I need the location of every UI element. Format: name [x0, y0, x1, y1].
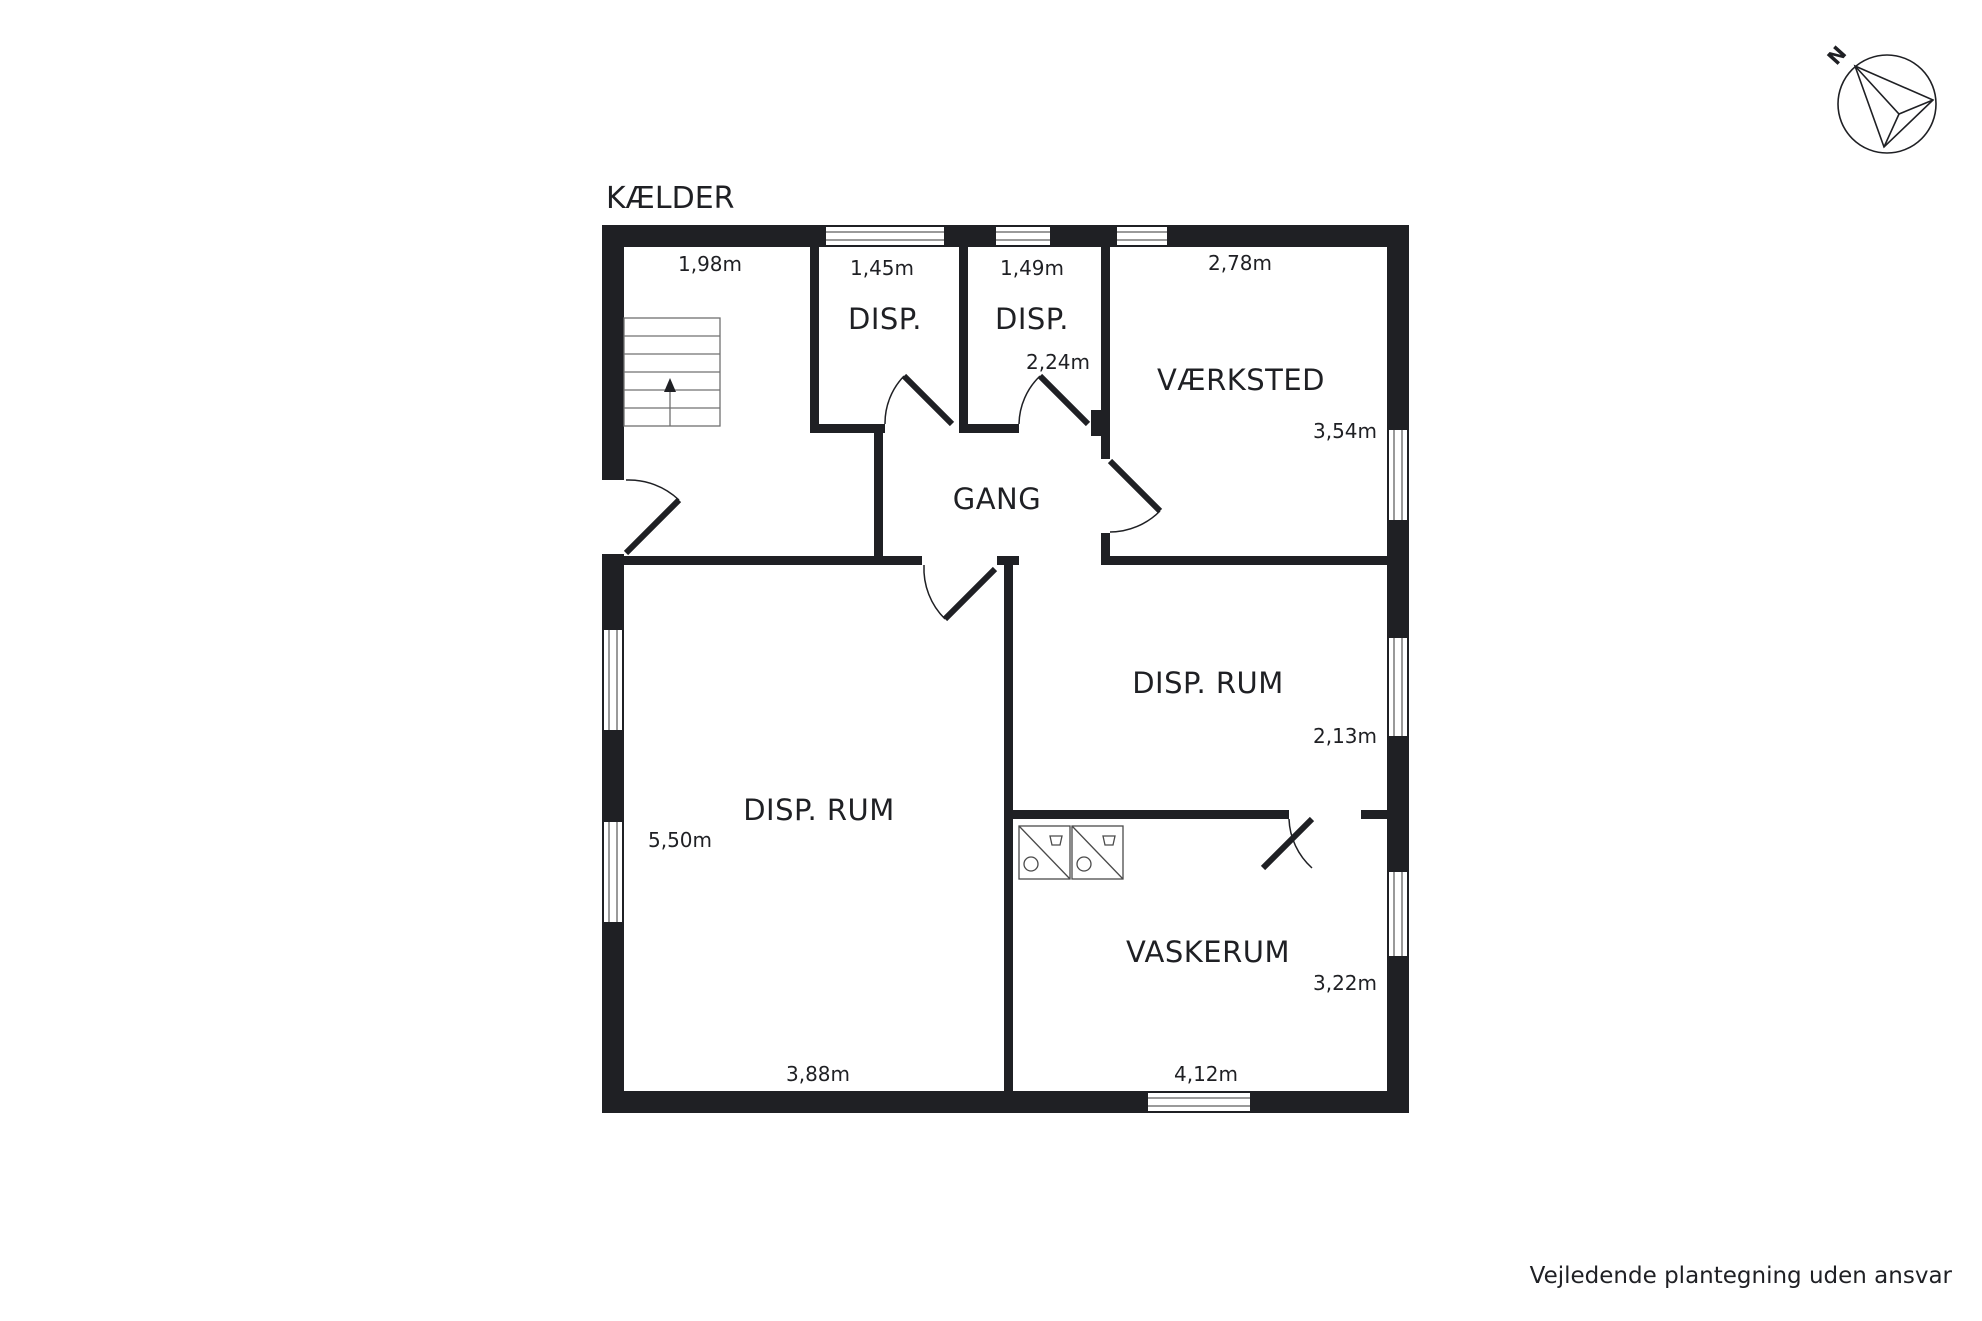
dim-disp2-width: 1,49m — [1000, 256, 1064, 280]
wall-bottom — [602, 1091, 1409, 1113]
door-disp-rum-left-swing — [923, 564, 946, 620]
wall-disp-rum-top-stub — [874, 556, 922, 565]
compass-circle — [1837, 54, 1937, 154]
dim-vaskerum-width: 4,12m — [1174, 1062, 1238, 1086]
wall-vaerksted-lower-stub — [1101, 533, 1110, 561]
wall-disp1-disp2 — [959, 247, 968, 433]
room-label-vaskerum: VASKERUM — [1126, 935, 1290, 969]
door-disp2 — [1037, 373, 1091, 427]
door-disp2-swing — [1018, 375, 1041, 425]
dimension-labels: 1,98m 1,45m 1,49m 2,24m 2,78m 3,54m 2,13… — [648, 251, 1377, 1086]
wall-vaskerum-top — [1013, 810, 1289, 819]
wall-disp2-bottom — [959, 424, 1019, 433]
staircase — [623, 317, 721, 427]
dim-stair-width: 1,98m — [678, 252, 742, 276]
dim-disp-rum-right-depth: 2,13m — [1313, 724, 1377, 748]
dim-vaerksted-depth: 3,54m — [1313, 419, 1377, 443]
dim-disp-rum-left-width: 3,88m — [786, 1062, 850, 1086]
dryer-icon — [1071, 825, 1124, 880]
windows — [604, 227, 1407, 1111]
room-label-disp1: DISP. — [848, 302, 922, 336]
compass-north-label: N — [1822, 41, 1851, 70]
wall-disp1-left — [810, 247, 819, 432]
wall-disp1-bottom — [810, 424, 885, 433]
wall-vaskerum-top-stub — [1361, 810, 1387, 819]
disclaimer: Vejledende plantegning uden ansvar — [1529, 1263, 1952, 1289]
door-vaerksted-swing — [1109, 510, 1161, 533]
door-vaerksted — [1107, 458, 1163, 514]
interior-doors — [884, 373, 1315, 871]
room-label-gang: GANG — [953, 482, 1041, 516]
room-label-vaerksted: VÆRKSTED — [1157, 363, 1325, 397]
door-disp1 — [901, 373, 955, 427]
entrance-gap — [600, 480, 626, 554]
door-vaskerum — [1260, 816, 1315, 871]
room-labels: DISP. DISP. GANG VÆRKSTED DISP. RUM DISP… — [743, 302, 1325, 969]
wall-disp2-stub — [1091, 410, 1102, 436]
window-top-disp1 — [826, 227, 944, 245]
window-right-vaerksted — [1389, 430, 1407, 520]
entrance-door — [623, 497, 682, 556]
compass: N — [1822, 41, 1937, 154]
stair-arrow-icon — [664, 378, 676, 392]
dim-disp-rum-left-depth: 5,50m — [648, 828, 712, 852]
window-bottom-vaskerum — [1148, 1093, 1250, 1111]
room-label-disp-rum-right: DISP. RUM — [1132, 666, 1284, 700]
laundry-fixtures — [1018, 825, 1124, 880]
window-left-lower — [604, 822, 622, 922]
door-disp1-swing — [884, 375, 905, 425]
window-top-disp2 — [996, 227, 1050, 245]
floor-title: KÆLDER — [606, 181, 735, 216]
wall-vaerksted-bottom — [1101, 556, 1387, 565]
interior-walls — [624, 247, 1387, 1091]
wall-stair-bottom — [624, 556, 883, 565]
wall-stair-gang — [874, 424, 883, 561]
wall-center-vertical — [1004, 556, 1013, 1091]
window-right-disp-rum — [1389, 638, 1407, 736]
window-top-vaerksted — [1117, 227, 1167, 245]
compass-needle-icon — [1853, 64, 1935, 149]
room-label-disp-rum-left: DISP. RUM — [743, 793, 895, 827]
window-right-vaskerum — [1389, 872, 1407, 956]
dim-vaerksted-width: 2,78m — [1208, 251, 1272, 275]
washer-icon — [1018, 825, 1071, 880]
door-disp-rum-left — [942, 566, 998, 622]
entrance-door-swing — [625, 479, 680, 501]
room-label-disp2: DISP. — [995, 302, 1069, 336]
wall-disp2-vaerksted — [1101, 247, 1110, 459]
door-vaskerum-swing — [1288, 818, 1313, 869]
dim-disp1-width: 1,45m — [850, 256, 914, 280]
dim-disp2-depth: 2,24m — [1026, 350, 1090, 374]
window-left-upper — [604, 630, 622, 730]
dim-vaskerum-depth: 3,22m — [1313, 971, 1377, 995]
